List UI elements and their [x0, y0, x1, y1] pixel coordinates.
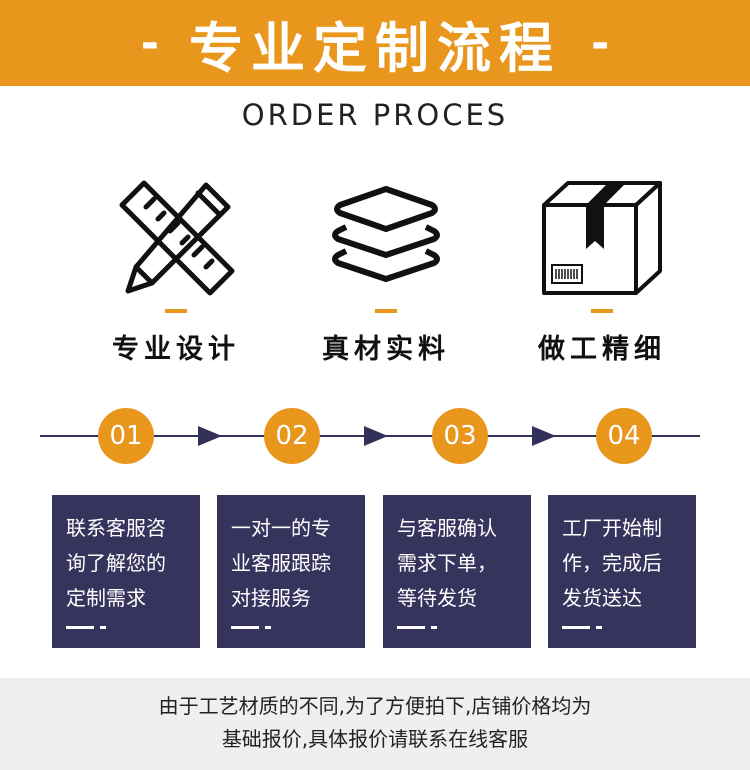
banner-dash-left: - — [140, 17, 159, 69]
arrow-icon — [198, 426, 222, 446]
card-text-line: 业客服跟踪 — [231, 551, 331, 575]
card-text-line: 需求下单， — [397, 551, 497, 575]
feature-design: 专业设计 — [76, 175, 276, 366]
step-card-02: 一对一的专 业客服跟踪 对接服务 — [217, 495, 365, 648]
card-text-line: 定制需求 — [66, 586, 146, 610]
card-text-line: 一对一的专 — [231, 516, 331, 540]
feature-underline — [165, 309, 187, 313]
card-decoration — [231, 626, 271, 630]
feature-underline — [375, 309, 397, 313]
card-text-line: 发货送达 — [562, 586, 642, 610]
step-card-04: 工厂开始制 作，完成后 发货送达 — [548, 495, 696, 648]
card-text-line: 等待发货 — [397, 586, 477, 610]
card-text-line: 与客服确认 — [397, 516, 497, 540]
step-badge-01: 01 — [98, 408, 154, 464]
step-card-03: 与客服确认 需求下单， 等待发货 — [383, 495, 531, 648]
footer-line: 基础报价,具体报价请联系在线客服 — [221, 727, 529, 751]
step-badge-03: 03 — [432, 408, 488, 464]
banner-dash-right: - — [591, 17, 610, 69]
feature-label: 真材实料 — [322, 334, 450, 365]
footer-notice: 由于工艺材质的不同,为了方便拍下,店铺价格均为 基础报价,具体报价请联系在线客服 — [0, 678, 750, 770]
step-badge-02: 02 — [264, 408, 320, 464]
card-text-line: 作，完成后 — [562, 551, 662, 575]
feature-craft: 做工精细 — [502, 175, 702, 366]
card-decoration — [397, 626, 437, 630]
feature-underline — [591, 309, 613, 313]
card-text-line: 联系客服咨 — [66, 516, 166, 540]
feature-material: 真材实料 — [286, 175, 486, 366]
page-subtitle: ORDER PROCES — [241, 98, 509, 132]
header-banner: - 专业定制流程 - — [0, 0, 750, 86]
layers-icon — [332, 186, 440, 282]
ruler-pencil-icon — [119, 180, 235, 296]
footer-line: 由于工艺材质的不同,为了方便拍下,店铺价格均为 — [158, 694, 592, 718]
card-text-line: 询了解您的 — [66, 551, 166, 575]
page-title: 专业定制流程 — [189, 16, 561, 80]
step-badge-04: 04 — [596, 408, 652, 464]
process-timeline: 01 02 03 04 — [0, 400, 750, 470]
feature-label: 做工精细 — [538, 334, 666, 365]
package-box-icon — [542, 181, 662, 295]
card-text-line: 对接服务 — [231, 586, 311, 610]
card-text-line: 工厂开始制 — [562, 516, 662, 540]
card-decoration — [66, 626, 106, 630]
arrow-icon — [532, 426, 556, 446]
step-card-01: 联系客服咨 询了解您的 定制需求 — [52, 495, 200, 648]
card-decoration — [562, 626, 602, 630]
arrow-icon — [364, 426, 388, 446]
feature-label: 专业设计 — [112, 334, 240, 365]
